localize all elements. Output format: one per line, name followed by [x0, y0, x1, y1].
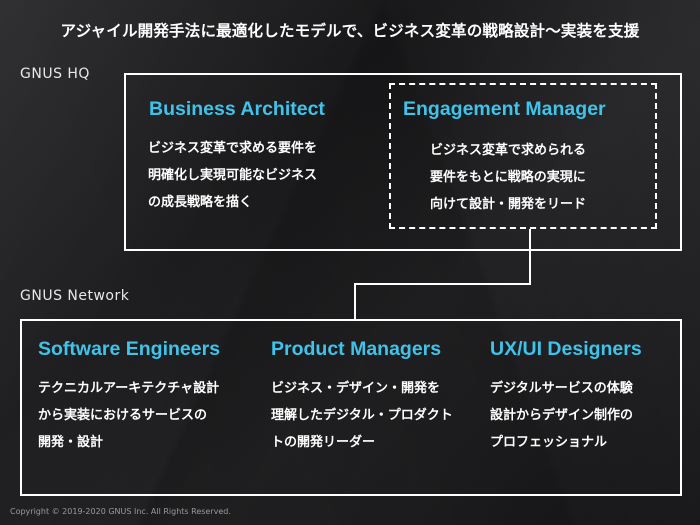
- connector-line: [354, 283, 531, 285]
- ux-ui-designers-description: デジタルサービスの体験 設計からデザイン制作の プロフェッショナル: [490, 381, 634, 450]
- engagement-manager-description: ビジネス変革で求められる 要件をもとに戦略の実現に 向けて設計・開発をリード: [430, 143, 587, 212]
- business-architect-title: Business Architect: [149, 98, 325, 120]
- hq-section-label: GNUS HQ: [20, 66, 90, 82]
- product-managers-description: ビジネス・デザイン・開発を 理解したデジタル・プロダクト トの開発リーダー: [271, 381, 453, 450]
- copyright-notice: Copyright © 2019-2020 GNUS Inc. All Righ…: [10, 507, 231, 516]
- connector-line: [529, 229, 531, 284]
- connector-line: [354, 283, 356, 320]
- software-engineers-description: テクニカルアーキテクチャ設計 から実装におけるサービスの 開発・設計: [38, 381, 220, 450]
- network-section-label: GNUS Network: [20, 288, 130, 304]
- engagement-manager-title: Engagement Manager: [403, 98, 606, 120]
- product-managers-title: Product Managers: [271, 338, 442, 360]
- ux-ui-designers-title: UX/UI Designers: [490, 338, 642, 360]
- software-engineers-title: Software Engineers: [38, 338, 221, 360]
- network-box: [20, 319, 682, 496]
- business-architect-description: ビジネス変革で求める要件を 明確化し実現可能なビジネス の成長戦略を描く: [148, 141, 318, 210]
- page-headline: アジャイル開発手法に最適化したモデルで、ビジネス変革の戦略設計〜実装を支援: [60, 22, 640, 40]
- engagement-manager-dashed-box: [389, 83, 657, 229]
- hq-box: [124, 73, 682, 251]
